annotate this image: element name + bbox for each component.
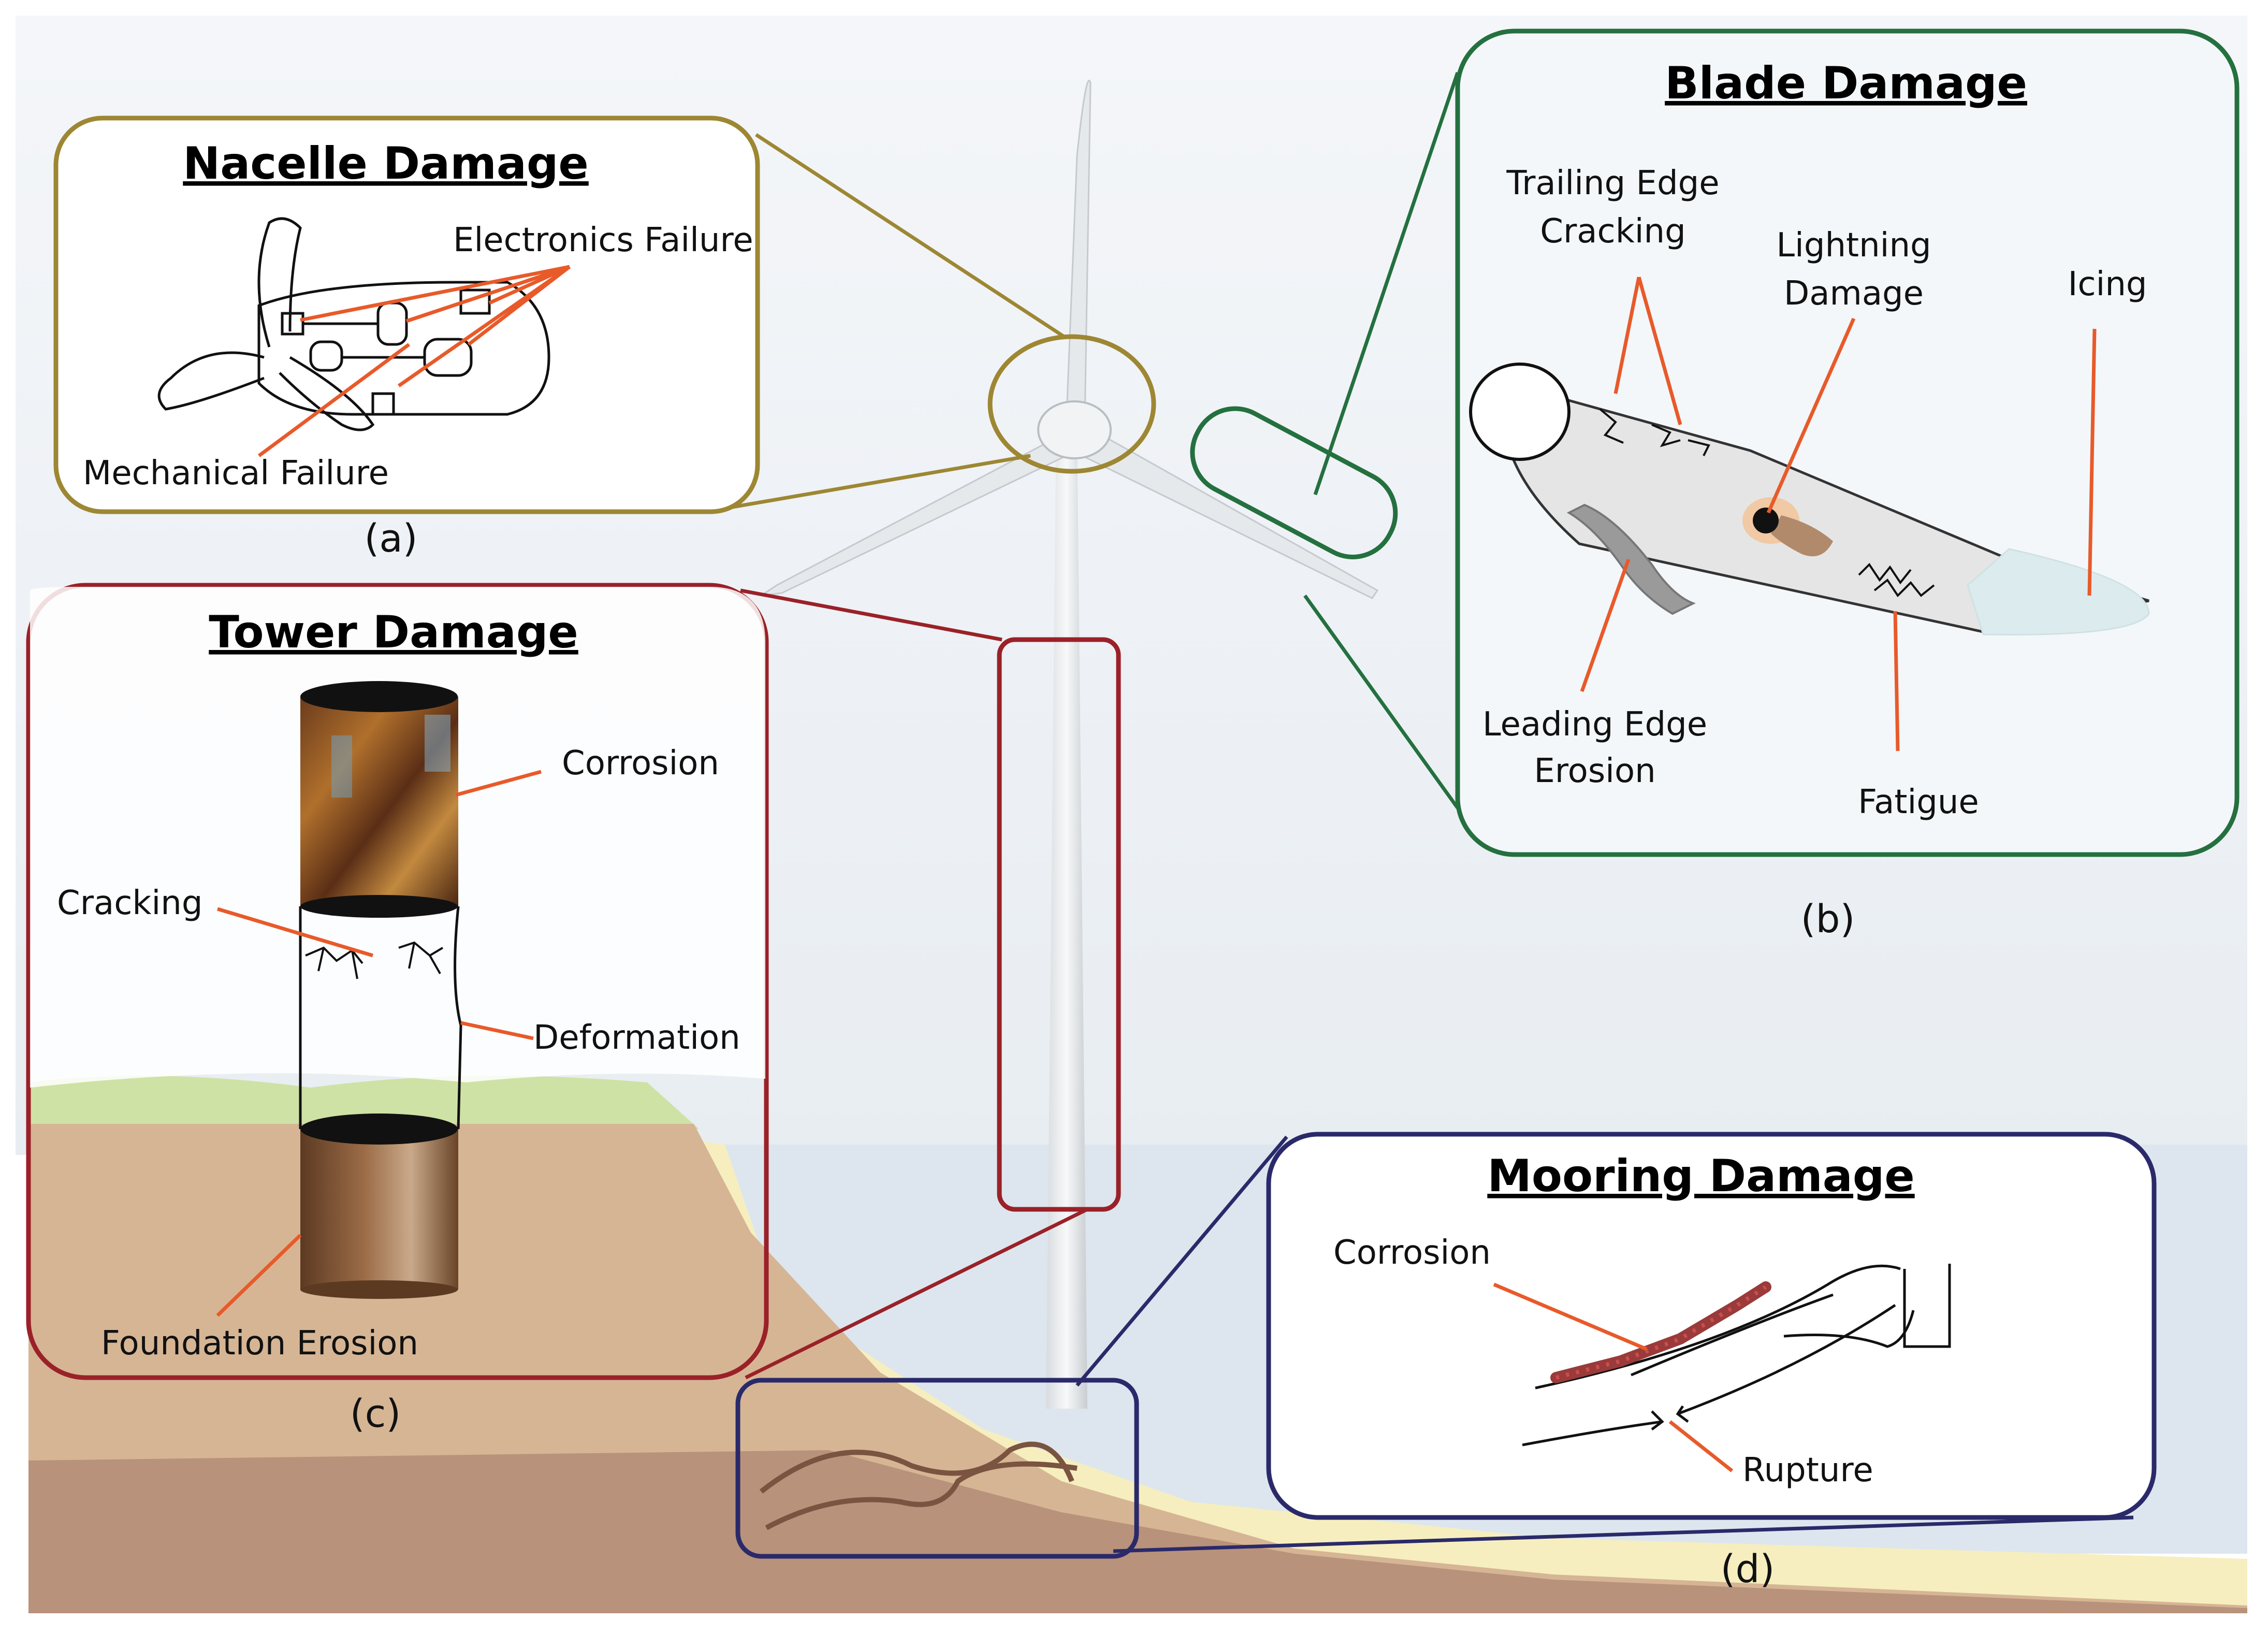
mooring-panel-caption: (d) [1721,1547,1775,1592]
tower-section-illustration [299,681,462,1299]
tower-label-foundation-erosion: Foundation Erosion [101,1324,418,1363]
nacelle-zoom-circle [987,334,1156,474]
blade-label-damage: Damage [1784,274,1924,313]
nacelle-illustration [157,217,550,431]
mooring-label-rupture: Rupture [1742,1451,1873,1490]
blade-label-icing: Icing [2068,265,2147,303]
blade-panel-title: Blade Damage [1665,57,2027,109]
tower-label-cracking: Cracking [57,884,202,922]
nacelle-damage-panel: Nacelle Damage Electronics Failure Mecha… [53,115,760,561]
blade-label-fatigue: Fatigue [1858,783,1979,821]
blade-label-trailing-edge: Trailing Edge [1506,164,1719,203]
blade-label-leading-edge: Leading Edge [1482,705,1707,744]
blade-label-lightning: Lightning [1776,226,1931,265]
mooring-line-2 [765,1461,1078,1530]
turbine-tower [1046,425,1087,1409]
grass [28,1076,699,1134]
tower-zoom-frame [997,637,1121,1212]
mooring-zoom-frame [735,1378,1139,1559]
turbine-hub [1037,400,1112,459]
tower-label-deformation: Deformation [533,1019,740,1057]
blade-damage-panel: Blade Damage Trailing [1455,28,2240,942]
mooring-panel-title: Mooring Damage [1487,1150,1914,1202]
nacelle-label-electronics-failure: Electronics Failure [453,221,753,259]
blade-label-cracking: Cracking [1540,212,1685,251]
blade-label-erosion: Erosion [1534,752,1655,790]
tower-panel-title: Tower Damage [209,606,578,658]
tower-damage-panel: Tower Damage Corrosion Cracking Deformat [26,583,769,1436]
mooring-illustration [1522,1264,1951,1447]
tower-panel-frame [26,583,769,1380]
blade-panel-caption: (b) [1801,897,1855,942]
nacelle-panel-caption: (a) [364,516,417,561]
blade-illustration [1469,363,2150,635]
nacelle-label-mechanical-failure: Mechanical Failure [83,454,389,493]
tower-panel-caption: (c) [350,1392,401,1436]
mooring-damage-panel: Mooring Damage Corrosion Rupture (d) [1266,1132,2157,1592]
blade-panel-frame [1455,28,2240,857]
mooring-label-corrosion: Corrosion [1333,1234,1491,1272]
nacelle-panel-title: Nacelle Damage [183,138,589,190]
blade-zoom-frame [1190,406,1398,559]
mooring-line-1 [759,1441,1074,1494]
tower-label-corrosion: Corrosion [562,744,719,783]
